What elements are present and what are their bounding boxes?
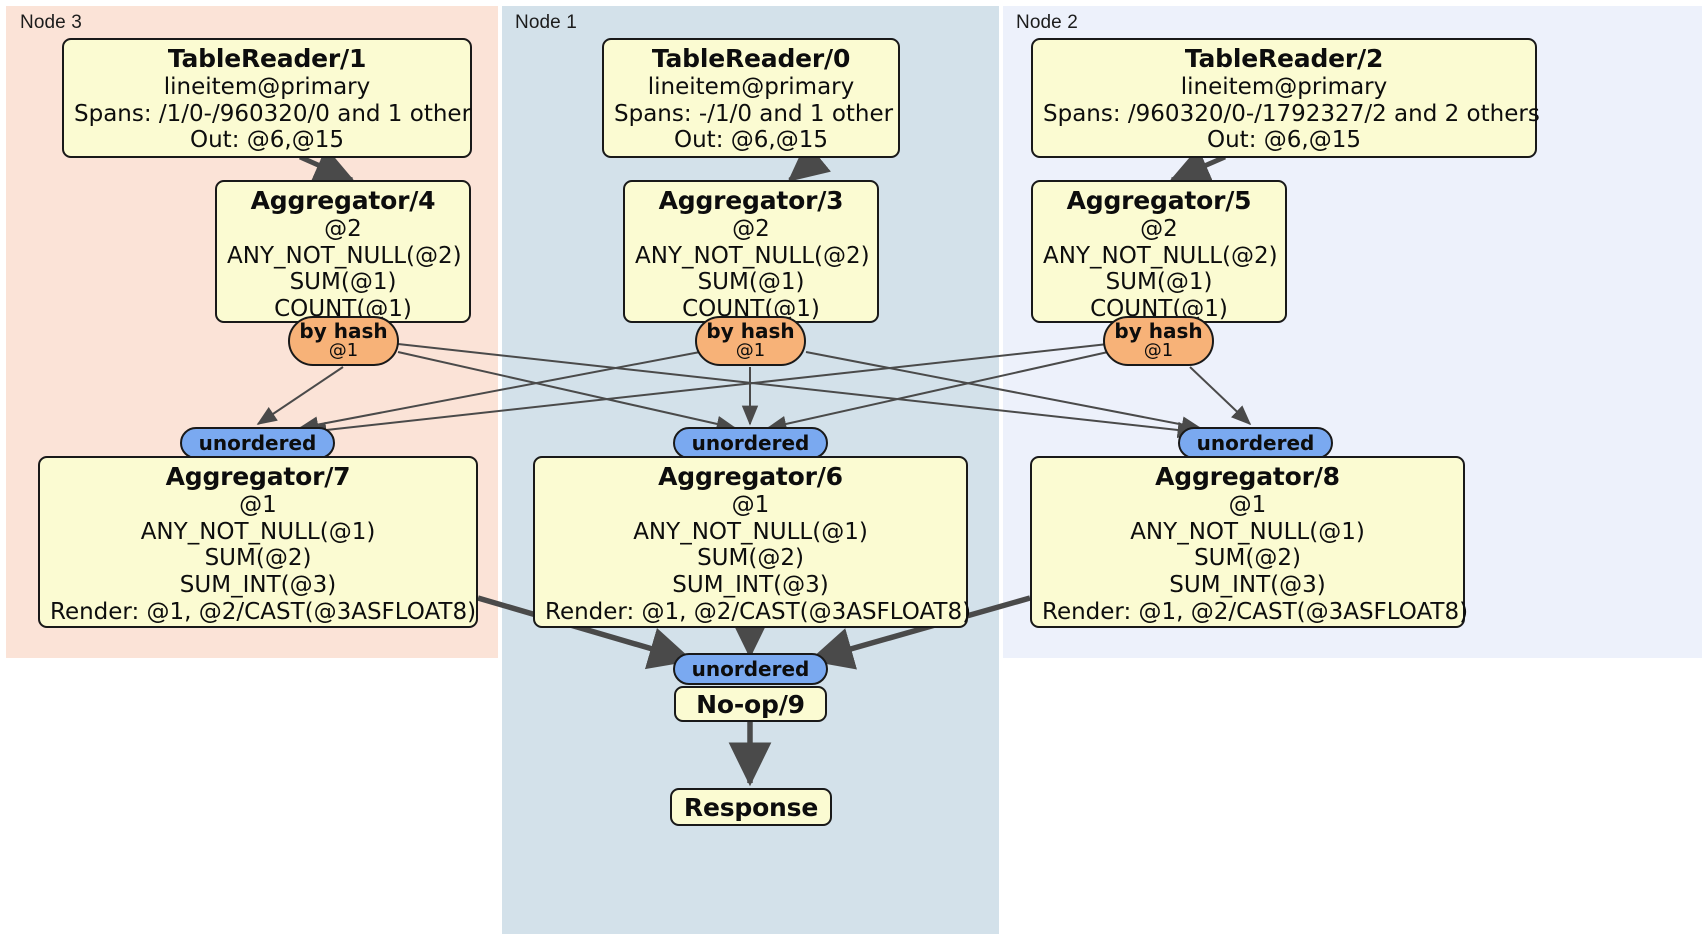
panel-label-node-3: Node 3 <box>20 12 82 33</box>
node-tablereader-2[interactable]: TableReader/2 lineitem@primary Spans: /9… <box>1031 38 1540 158</box>
node-line: ANY_NOT_NULL(@2) <box>635 242 870 269</box>
synchronizer-unordered-middle[interactable]: unordered <box>673 427 828 459</box>
node-aggregator-3[interactable]: Aggregator/3 @2 ANY_NOT_NULL(@2) SUM(@1)… <box>623 180 879 323</box>
node-line: lineitem@primary <box>647 74 855 100</box>
node-title: Aggregator/7 <box>165 462 351 491</box>
node-line: Render: @1, @2/CAST(@3ASFLOAT8) <box>1042 598 1469 625</box>
node-aggregator-6[interactable]: Aggregator/6 @1 ANY_NOT_NULL(@1) SUM(@2)… <box>533 456 972 628</box>
node-line: Out: @6,@15 <box>1207 127 1361 154</box>
node-line: @1 <box>1228 492 1267 518</box>
node-line: ANY_NOT_NULL(@1) <box>140 518 376 545</box>
router-label: by hash <box>1114 319 1203 344</box>
node-line: @2 <box>1140 216 1178 242</box>
node-title: Response <box>683 793 819 822</box>
node-line: Spans: -/1/0 and 1 other <box>614 100 894 127</box>
router-by-hash-right[interactable]: by hash @1 <box>1103 316 1214 366</box>
node-line: ANY_NOT_NULL(@1) <box>1130 518 1365 545</box>
synchronizer-unordered-left[interactable]: unordered <box>180 427 335 459</box>
node-line: SUM(@2) <box>204 545 312 572</box>
node-title: Aggregator/5 <box>1066 186 1252 215</box>
node-line: ANY_NOT_NULL(@1) <box>633 518 868 545</box>
node-title: Aggregator/6 <box>658 462 843 491</box>
node-line: @2 <box>324 216 362 242</box>
node-line: SUM(@1) <box>289 269 397 296</box>
router-sublabel: @1 <box>1143 340 1174 362</box>
synchronizer-label: unordered <box>1196 430 1315 455</box>
synchronizer-label: unordered <box>691 656 810 681</box>
node-tablereader-1[interactable]: TableReader/1 lineitem@primary Spans: /1… <box>62 38 472 158</box>
node-line: SUM_INT(@3) <box>672 572 829 599</box>
node-line: SUM_INT(@3) <box>1169 572 1326 599</box>
router-sublabel: @1 <box>735 340 766 362</box>
node-line: ANY_NOT_NULL(@2) <box>1043 242 1278 269</box>
router-sublabel: @1 <box>328 340 359 362</box>
node-line: lineitem@primary <box>1180 74 1388 100</box>
panel-label-node-2: Node 2 <box>1016 12 1078 33</box>
node-aggregator-5[interactable]: Aggregator/5 @2 ANY_NOT_NULL(@2) SUM(@1)… <box>1031 180 1287 323</box>
node-line: ANY_NOT_NULL(@2) <box>227 242 462 269</box>
synchronizer-label: unordered <box>691 430 810 455</box>
node-line: Spans: /960320/0-/1792327/2 and 2 others <box>1043 100 1540 127</box>
node-line: @1 <box>731 492 770 518</box>
node-title: Aggregator/3 <box>658 186 844 215</box>
node-title: TableReader/0 <box>651 44 851 73</box>
node-line: SUM_INT(@3) <box>179 572 337 599</box>
node-line: lineitem@primary <box>163 74 371 100</box>
node-line: SUM(@2) <box>1194 545 1301 572</box>
node-line: SUM(@1) <box>697 269 805 296</box>
node-line: @2 <box>732 216 770 242</box>
synchronizer-unordered-right[interactable]: unordered <box>1178 427 1333 459</box>
node-line: Out: @6,@15 <box>674 127 828 154</box>
router-label: by hash <box>299 319 388 344</box>
node-aggregator-8[interactable]: Aggregator/8 @1 ANY_NOT_NULL(@1) SUM(@2)… <box>1030 456 1469 628</box>
router-by-hash-middle[interactable]: by hash @1 <box>695 316 806 366</box>
synchronizer-unordered-final[interactable]: unordered <box>673 653 828 685</box>
node-line: Out: @6,@15 <box>190 127 344 154</box>
node-title: Aggregator/8 <box>1155 462 1340 491</box>
node-line: SUM(@2) <box>697 545 804 572</box>
node-aggregator-4[interactable]: Aggregator/4 @2 ANY_NOT_NULL(@2) SUM(@1)… <box>215 180 471 323</box>
node-line: Render: @1, @2/CAST(@3ASFLOAT8) <box>50 598 477 625</box>
node-aggregator-7[interactable]: Aggregator/7 @1 ANY_NOT_NULL(@1) SUM(@2)… <box>38 456 478 628</box>
node-tablereader-0[interactable]: TableReader/0 lineitem@primary Spans: -/… <box>602 38 900 158</box>
node-title: TableReader/2 <box>1184 44 1384 73</box>
node-line: SUM(@1) <box>1105 269 1213 296</box>
node-title: No-op/9 <box>696 690 805 719</box>
node-title: TableReader/1 <box>167 44 367 73</box>
node-line: @1 <box>239 492 277 518</box>
node-line: Spans: /1/0-/960320/0 and 1 other <box>74 100 472 127</box>
node-noop-9[interactable]: No-op/9 <box>674 686 827 722</box>
router-label: by hash <box>706 319 795 344</box>
node-line: Render: @1, @2/CAST(@3ASFLOAT8) <box>545 598 972 625</box>
router-by-hash-left[interactable]: by hash @1 <box>288 316 399 366</box>
node-response[interactable]: Response <box>670 788 832 826</box>
panel-label-node-1: Node 1 <box>515 12 577 33</box>
synchronizer-label: unordered <box>198 430 317 455</box>
node-title: Aggregator/4 <box>250 186 436 215</box>
